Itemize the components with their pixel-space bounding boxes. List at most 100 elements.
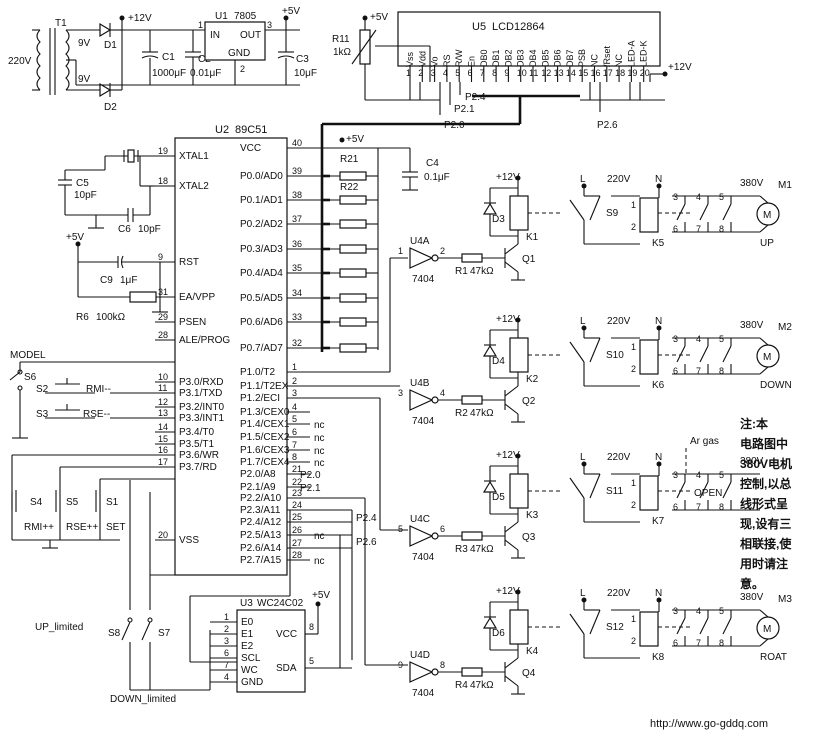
u2-right-pin-number: 26: [292, 525, 302, 535]
flyback-diode: [482, 344, 498, 357]
u5-part: LCD12864: [492, 21, 545, 33]
line-label: L: [580, 316, 586, 327]
c5-label: C5: [76, 178, 89, 189]
u2-left-pin-name: XTAL2: [179, 181, 209, 192]
lcd-p24-label: P2.4: [465, 92, 486, 103]
u2-left-pin-number: 18: [158, 176, 168, 186]
u2-part: 89C51: [235, 124, 267, 136]
u2-right-pin-name: P0.7/AD7: [240, 343, 283, 354]
crystal-circuit: C5 10pF C6 10pF: [58, 149, 161, 235]
diode-ref: D6: [492, 628, 505, 639]
diode-d1-label: D1: [104, 40, 117, 51]
diode-d2-label: D2: [104, 102, 117, 113]
s7-label: S7: [158, 628, 171, 639]
relay-coil: [509, 609, 529, 645]
inverter-part: 7404: [412, 274, 435, 285]
lcd-pin-name: DB5: [540, 49, 550, 67]
lcd-pin-number: 18: [615, 68, 625, 78]
inverter-gate: [409, 661, 434, 683]
rmi-plus-label: RMI++: [24, 522, 54, 533]
lcd-pin-number: 12: [541, 68, 551, 78]
regulator-u1: U1 7805 IN OUT GND 1 2 3: [198, 11, 300, 85]
phase-contact: [676, 345, 686, 363]
base-resistor: [461, 667, 483, 677]
inverter-out-pin: 2: [440, 246, 445, 256]
r11-value: 1kΩ: [333, 47, 352, 58]
ac-voltage-label: 220V: [607, 316, 631, 327]
mains-voltage-label: 220V: [8, 56, 32, 67]
s2-label: S2: [36, 384, 49, 395]
rse-plus-label: RSE++: [66, 522, 98, 533]
flyback-diode: [482, 202, 498, 215]
motor-function-label: DOWN: [760, 380, 792, 391]
u2-right-pin-number: 24: [292, 500, 302, 510]
u2-right-pin-number: 5: [292, 414, 297, 424]
u2-left-pin-number: 19: [158, 146, 168, 156]
phase-voltage-label: 380V: [740, 320, 764, 331]
transistor-emitter: [504, 539, 519, 551]
motor-lead: [759, 337, 769, 346]
phase-pin: 6: [673, 638, 678, 648]
phase-contact: [699, 345, 709, 363]
u1-pin-gnd: GND: [228, 48, 250, 59]
neutral-label: N: [655, 588, 662, 599]
u2-right-pin-name: P0.2/AD2: [240, 219, 283, 230]
contactor-coil: [639, 339, 659, 375]
phase-pin: 7: [696, 638, 701, 648]
transistor-ref: Q3: [522, 532, 536, 543]
phase-pin: 8: [719, 638, 724, 648]
u2-left-pin-name: PSEN: [179, 317, 206, 328]
phase-pin: 3: [673, 334, 678, 344]
node: [581, 183, 587, 189]
motor-lead: [759, 366, 769, 375]
relay-ref: K3: [526, 510, 539, 521]
u2-right-pin-number: 1: [292, 362, 297, 372]
u1-pin1: 1: [198, 20, 203, 30]
inverter-bubble: [431, 396, 439, 404]
mcu-p24-label: P2.4: [356, 513, 377, 524]
phase-contact: [722, 345, 732, 363]
contactor-pin: 2: [631, 500, 636, 510]
motor-ref: M3: [778, 594, 792, 605]
u2-right-pin-number: 35: [292, 263, 302, 273]
c6-label: C6: [118, 224, 131, 235]
u2-left-pin-name: P3.4/T0: [179, 427, 214, 438]
lcd-pin-name: LED-K: [639, 40, 649, 67]
u2-right-pin-name: VCC: [240, 143, 261, 154]
transistor-ref: Q2: [522, 396, 536, 407]
note-line: 线形式呈: [740, 496, 788, 511]
u3-pin-number: 6: [224, 648, 229, 658]
u2-right-pin-number: 39: [292, 166, 302, 176]
c4-label: C4: [426, 158, 439, 169]
lcd-pin-name: Vo: [430, 56, 440, 67]
motor-symbol: M: [763, 624, 771, 635]
u2-left-pin-name: P3.1/TXD: [179, 388, 222, 399]
u2-left-pin-name: P3.7/RD: [179, 462, 217, 473]
contact-arm: [589, 195, 601, 221]
lcd-pin-number: 7: [480, 68, 485, 78]
resistor-ref: R3: [455, 544, 468, 555]
u2-right-pin-number: 23: [292, 488, 302, 498]
r6-label: R6: [76, 312, 89, 323]
relay-coil: [509, 195, 529, 231]
node: [656, 461, 662, 467]
s5-label: S5: [66, 497, 79, 508]
node: [581, 461, 587, 467]
inverter-in-pin: 5: [398, 524, 403, 534]
up-limited-label: UP_limited: [35, 622, 83, 633]
phase-pin: 3: [673, 192, 678, 202]
switch-ref: S9: [606, 208, 619, 219]
no-connect-label: nc: [314, 458, 325, 469]
contact-arm: [589, 609, 601, 635]
relay-ref: K4: [526, 646, 539, 657]
u2-left-pin-number: 12: [158, 397, 168, 407]
u3-pin-name: VCC: [276, 629, 297, 640]
pullup-resistor: [339, 244, 367, 254]
s4-label: S4: [30, 497, 43, 508]
phase-pin: 6: [673, 224, 678, 234]
transformer-t1: T1 220V 9V 9V: [8, 18, 100, 95]
